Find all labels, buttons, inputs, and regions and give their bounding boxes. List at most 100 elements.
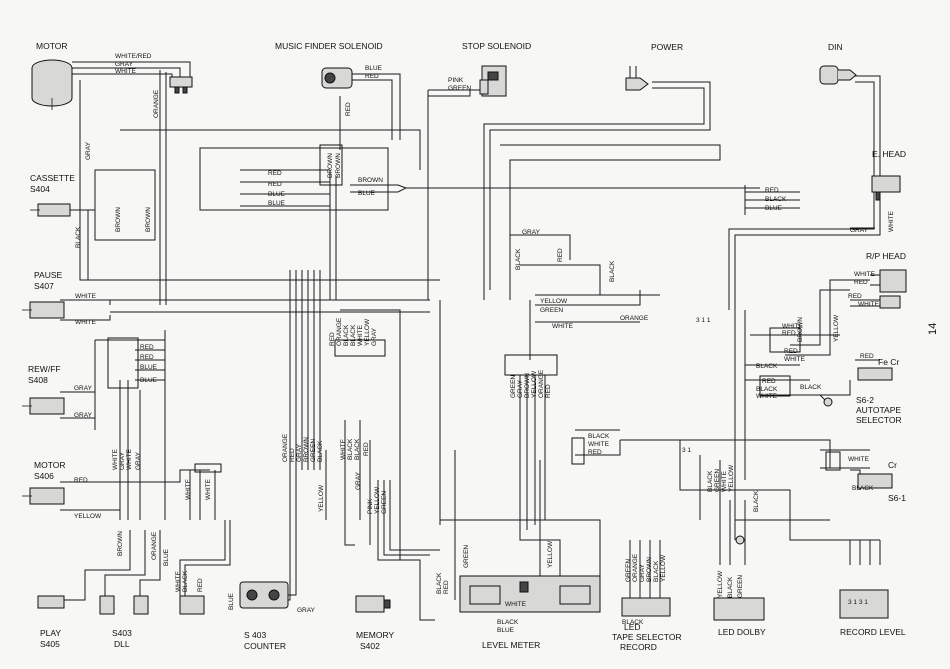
wire-label: BLUE: [268, 191, 286, 198]
wire-label: RED: [762, 378, 776, 385]
wire-label: 3 1: [682, 447, 691, 454]
wire-label: GREEN: [448, 85, 471, 92]
wire-label: RED: [545, 384, 552, 398]
wire-label: WHITE: [205, 478, 212, 500]
counter-part: [179, 581, 289, 615]
wire-label: RED: [268, 181, 282, 188]
wire-label: GRAY: [296, 443, 303, 462]
label-pause: PAUSE: [34, 270, 63, 280]
wire-label: YELLOW: [531, 370, 538, 398]
wire-label: YELLOW: [717, 570, 724, 598]
wire-label: PINK: [448, 77, 464, 84]
label-cr: Cr: [888, 460, 897, 470]
wire-label: YELLOW: [833, 314, 840, 342]
wire-label: BLUE: [765, 205, 783, 212]
play-switch-part: [37, 595, 65, 609]
record-level-part: [839, 589, 889, 619]
wire-label: WHITE: [888, 210, 895, 232]
wire-label: WHITE: [784, 356, 806, 363]
wire-label: BROWN: [524, 373, 531, 398]
wire-label: RED: [443, 580, 450, 594]
label-led-dolby: LED DOLBY: [718, 627, 766, 637]
label-counter-code: S 403: [244, 630, 266, 640]
wire-label: BROWN: [797, 317, 804, 342]
wire-label: ORANGE: [151, 531, 158, 560]
wire-label: WHITE: [721, 470, 728, 492]
wire-label: BLACK: [436, 572, 443, 594]
wire-label: GRAY: [135, 451, 142, 470]
label-level-meter: LEVEL METER: [482, 640, 540, 650]
wire-label: BLACK: [75, 226, 82, 248]
wire-label: BLUE: [497, 627, 515, 634]
wire-label: BLACK: [622, 619, 644, 626]
label-cassette-code: S404: [30, 184, 50, 194]
wire-label: BLACK: [354, 438, 361, 460]
wire-label: WHITE: [848, 456, 870, 463]
wire-label: GREEN: [625, 559, 632, 582]
wire-label: BLACK: [588, 433, 610, 440]
wire-label: WHITE: [75, 319, 97, 326]
wire-label: BLACK: [347, 438, 354, 460]
label-motor: MOTOR: [36, 41, 67, 51]
component-labels: MOTOR MUSIC FINDER SOLENOID STOP SOLENOI…: [28, 41, 939, 652]
wire-label: PINK: [367, 498, 374, 514]
wire-label: YELLOW: [364, 318, 371, 346]
power-plug-part: [625, 66, 649, 91]
label-cassette: CASSETTE: [30, 173, 75, 183]
motor-part: [31, 59, 73, 110]
wire-label: GRAY: [517, 379, 524, 398]
wire-label: BLUE: [140, 364, 158, 371]
pause-switch-part: [22, 301, 65, 319]
wire-label: ORANGE: [620, 315, 649, 322]
wire-label: WHITE: [185, 478, 192, 500]
wire-label: BROWN: [335, 153, 342, 178]
autotape-selector-part: [857, 367, 893, 489]
wire-label: ORANGE: [538, 369, 545, 398]
motor-connector: [169, 76, 193, 94]
wire-label: GRAY: [639, 563, 646, 582]
wire-label: WHITE: [340, 438, 347, 460]
wire-label: GREEN: [737, 575, 744, 598]
wire-label: 3 1 1: [696, 317, 711, 324]
label-power: POWER: [651, 42, 683, 52]
motor-s406-switch-part: [22, 487, 65, 505]
wire-label: RED: [329, 332, 336, 346]
label-dll-code: S403: [112, 628, 132, 638]
wire-label: RED: [848, 293, 862, 300]
wire-label: WHITE: [588, 441, 610, 448]
led-dolby-part: [713, 597, 765, 621]
label-rew-ff-code: S408: [28, 375, 48, 385]
label-music-finder-solenoid: MUSIC FINDER SOLENOID: [275, 41, 383, 51]
label-stop-solenoid: STOP SOLENOID: [462, 41, 531, 51]
label-led: LED: [624, 622, 641, 632]
rew-ff-switch-part: [22, 397, 65, 415]
wire-label: RED: [854, 279, 868, 286]
wire-label: WHITE/RED: [115, 53, 152, 60]
wire-label: ORANGE: [336, 317, 343, 346]
ground-symbol: [735, 397, 833, 545]
label-pause-code: S407: [34, 281, 54, 291]
label-autotape: AUTOTAPE: [856, 405, 901, 415]
level-meter-part: [459, 575, 601, 613]
wire-label: BROWN: [327, 153, 334, 178]
wire-label: WHITE: [75, 293, 97, 300]
page-number: 14: [927, 323, 939, 335]
wire-label: BLACK: [350, 324, 357, 346]
wire-label: BLACK: [609, 260, 616, 282]
wire-label: WHITE: [756, 393, 778, 400]
wire-label: YELLOW: [660, 554, 667, 582]
wire-label: BLACK: [515, 248, 522, 270]
wire-label: BLUE: [358, 190, 376, 197]
wire-label: GREEN: [381, 491, 388, 514]
wire-label: RED: [197, 578, 204, 592]
wire-label: GRAY: [85, 141, 92, 160]
wire-label: BLACK: [756, 386, 778, 393]
wire-label: GRAY: [119, 451, 126, 470]
wire-label: BLACK: [653, 560, 660, 582]
wire-label: WHITE: [858, 301, 880, 308]
wire-label: RED: [365, 73, 379, 80]
dll-switch-part: [99, 595, 149, 615]
wire-label: BLACK: [497, 619, 519, 626]
wire-label: GRAY: [355, 471, 362, 490]
label-tape-selector: TAPE SELECTOR: [612, 632, 682, 642]
